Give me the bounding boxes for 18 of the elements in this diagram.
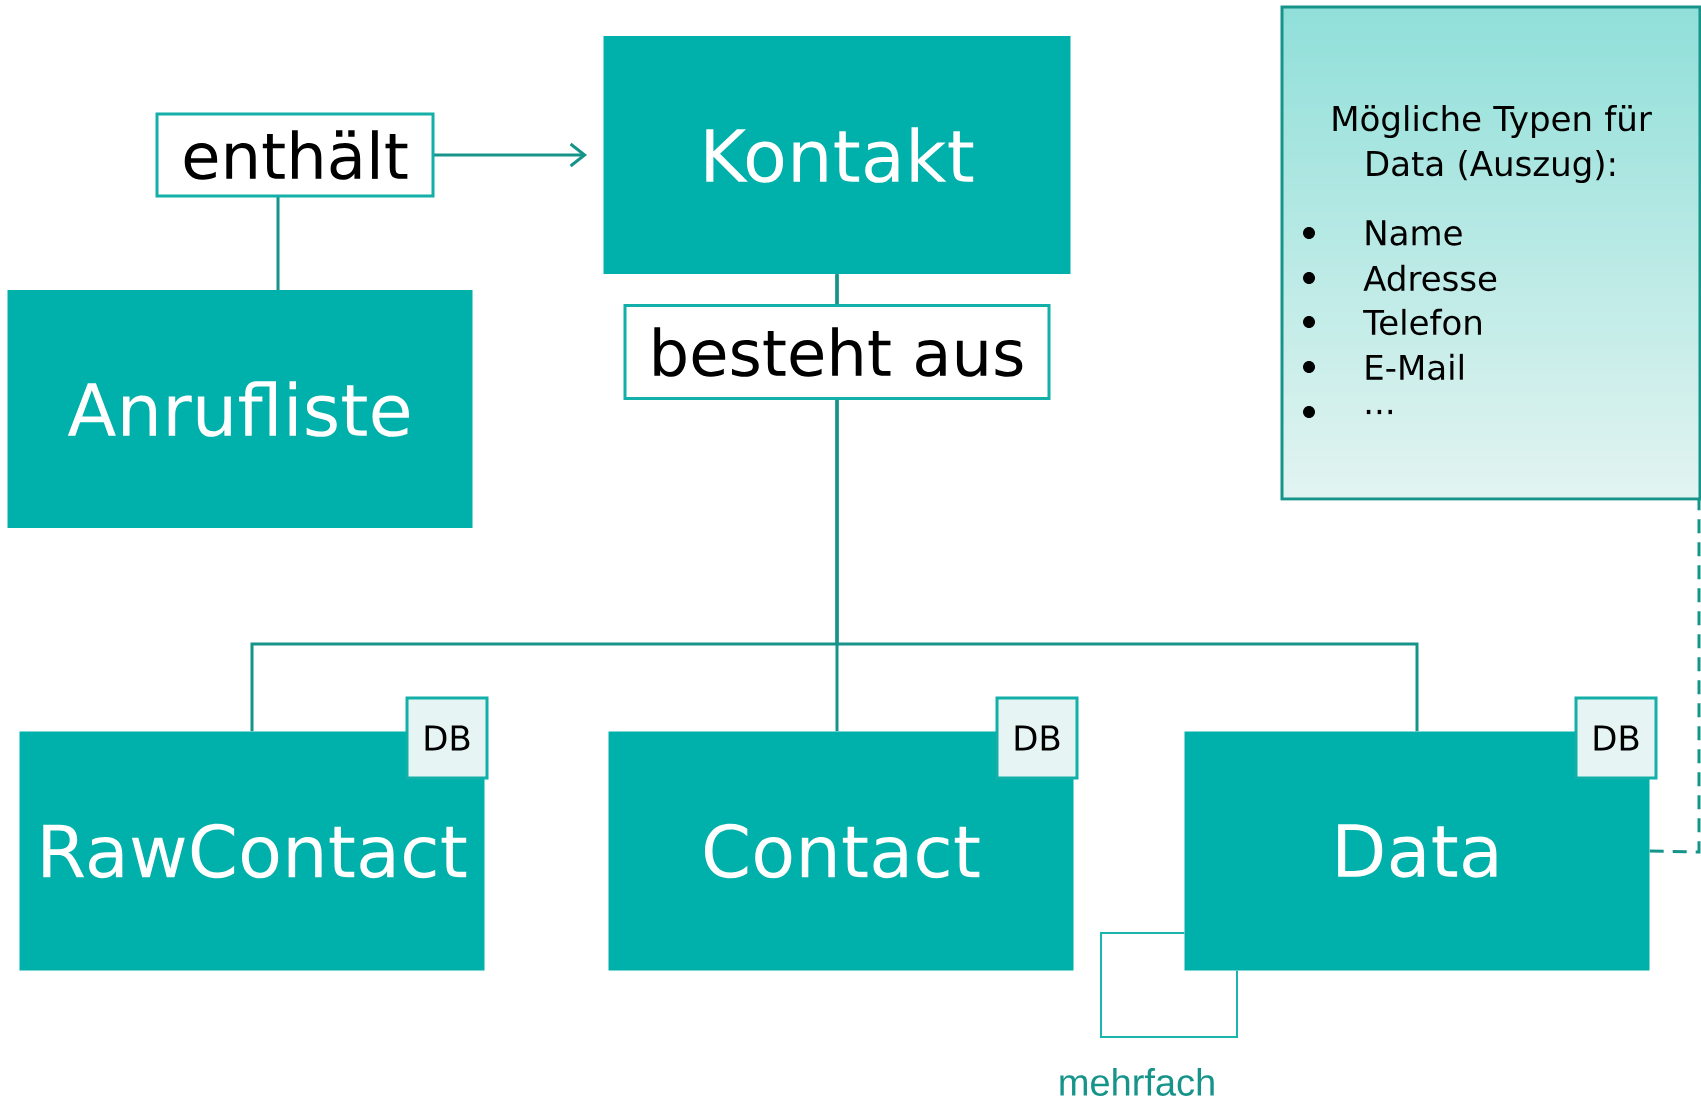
entity-box: Anrufliste (7, 290, 473, 528)
connector (1649, 499, 1701, 854)
db-tag: DB (1574, 696, 1658, 780)
list-item: Adresse (1303, 264, 1497, 292)
list-item: ... (1303, 406, 1392, 418)
edge-label: besteht aus (623, 304, 1051, 400)
connector (1100, 932, 1238, 1038)
list-item: E-Mail (1303, 353, 1463, 381)
note-heading: Mögliche Typen für Data (Auszug): (1333, 105, 1652, 183)
edge-label: mehrfach (1060, 1068, 1214, 1096)
db-tag: DB (995, 696, 1079, 780)
note-box (1280, 5, 1701, 501)
db-tag: DB (405, 696, 489, 780)
entity-box: Kontakt (603, 36, 1071, 274)
connector (835, 274, 1419, 732)
edge-label: enthält (155, 112, 435, 198)
list-item: Name (1303, 220, 1462, 246)
list-item: Telefon (1303, 308, 1481, 336)
